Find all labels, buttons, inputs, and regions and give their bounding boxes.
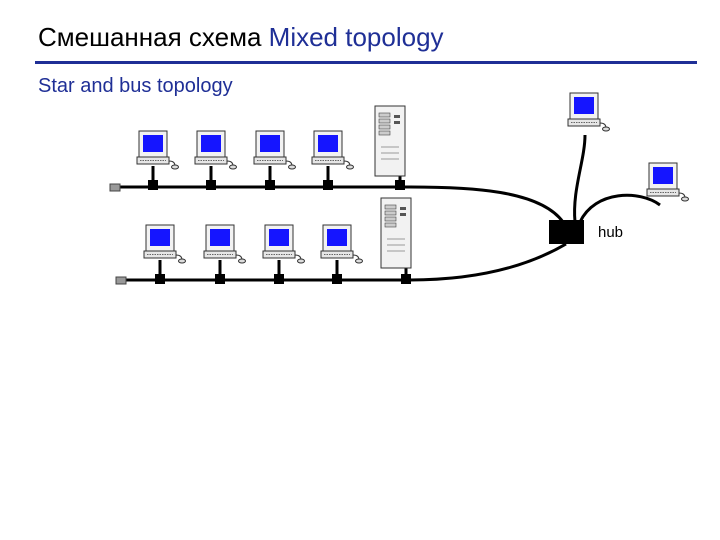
computer-icon <box>143 224 186 264</box>
computer-icon <box>262 224 305 264</box>
bus-1-cable <box>118 185 565 223</box>
computer-icon <box>253 130 296 170</box>
star-cable-right <box>578 193 661 223</box>
computer-icon <box>194 130 237 170</box>
star-cable-top <box>573 134 587 223</box>
computer-icon <box>311 130 354 170</box>
server-icon <box>374 105 406 177</box>
computer-icon <box>203 224 246 264</box>
title-english: Mixed topology <box>268 22 444 52</box>
bus-2-cable <box>124 242 567 282</box>
slide-subtitle: Star and bus topology <box>38 75 233 97</box>
computer-icon <box>567 92 610 132</box>
slide-title: Смешанная схема Mixed topology <box>38 22 444 53</box>
bus-2-terminator <box>115 276 127 285</box>
bus-1-terminator <box>109 183 121 192</box>
bus-2 <box>115 197 567 285</box>
bus-1 <box>109 105 565 223</box>
title-russian: Смешанная схема <box>38 22 262 52</box>
hub-icon <box>549 220 584 244</box>
server-icon <box>380 197 412 269</box>
computer-icon <box>320 224 363 264</box>
hub-label: hub <box>598 224 623 241</box>
computer-icon <box>646 162 689 202</box>
computer-icon <box>136 130 179 170</box>
star-segment: hub <box>549 92 689 244</box>
title-divider <box>35 61 697 64</box>
